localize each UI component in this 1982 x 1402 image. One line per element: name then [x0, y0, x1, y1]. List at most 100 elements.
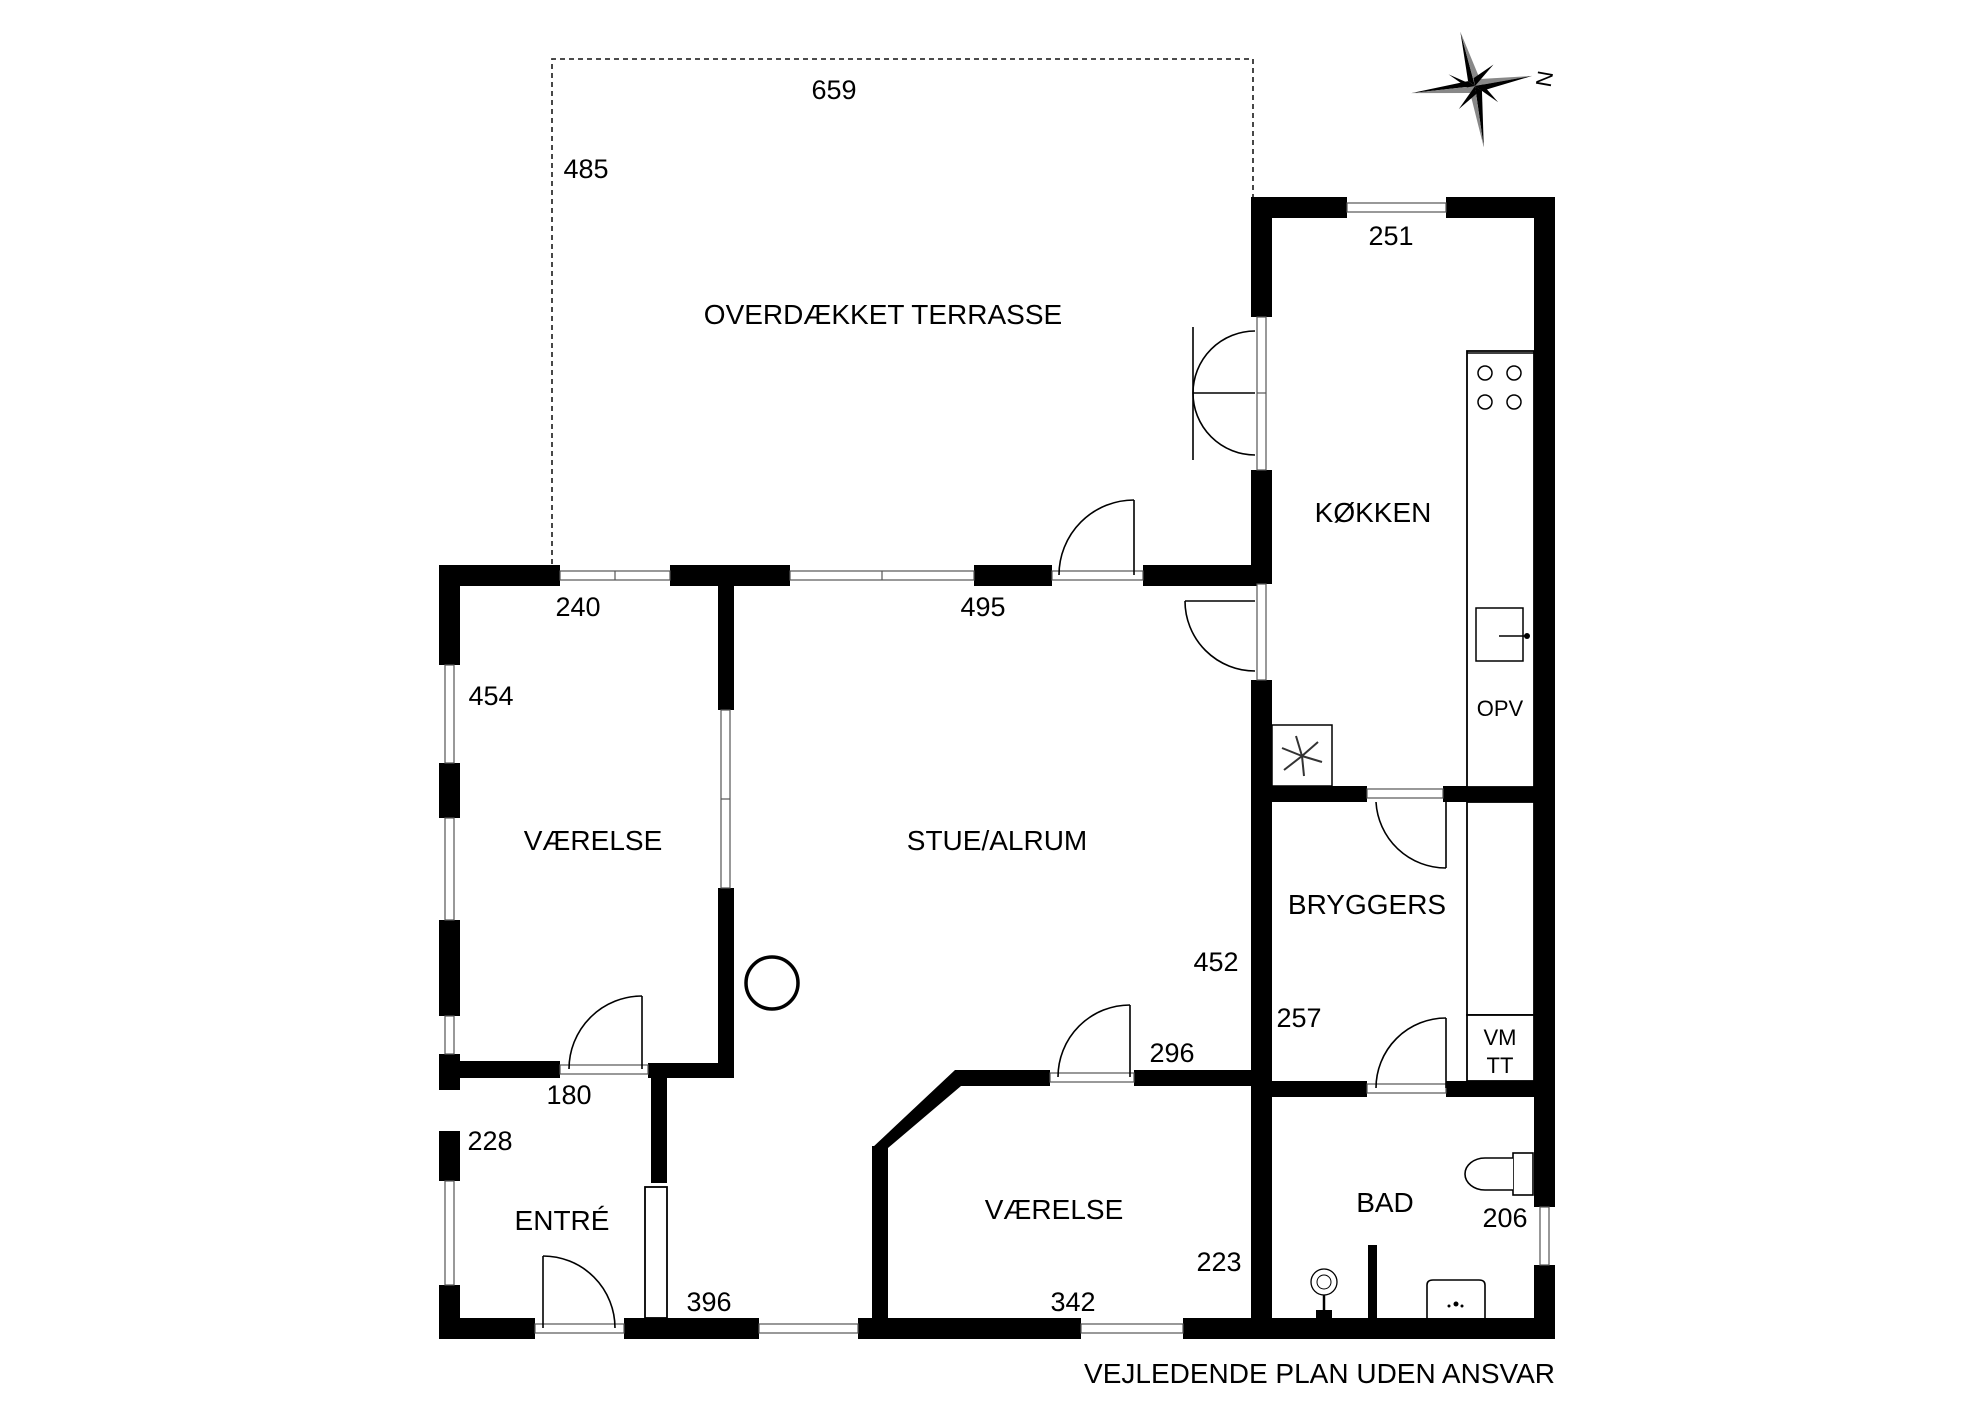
wall-segment — [955, 1070, 1050, 1086]
wall-segment — [1251, 786, 1367, 802]
room-label-utility: BRYGGERS — [1288, 889, 1446, 920]
wall-segment — [439, 565, 560, 586]
dimension-label: 251 — [1368, 221, 1413, 251]
wall-segment — [1251, 1081, 1367, 1097]
kitchen-counter — [1466, 350, 1535, 788]
door-sill — [534, 1323, 625, 1334]
dimension-label: 659 — [811, 75, 856, 105]
dimension-label: 485 — [563, 154, 608, 184]
wall-segment — [1251, 470, 1272, 584]
wall-segment — [974, 565, 1052, 586]
wall-segment — [1534, 1265, 1555, 1339]
fan-icon — [1271, 724, 1333, 787]
hob-icon — [1477, 365, 1493, 381]
wall-segment — [872, 1070, 961, 1148]
dimension-label: 495 — [960, 592, 1005, 622]
wall-segment — [1443, 786, 1555, 802]
wall-segment — [1143, 565, 1261, 586]
terrace-outline — [551, 58, 1254, 564]
toilet-icon — [1464, 1152, 1534, 1196]
room-label-living: STUE/ALRUM — [907, 825, 1087, 856]
wall-segment — [872, 1146, 888, 1339]
hob-icon — [1506, 365, 1522, 381]
wall-segment — [624, 1318, 759, 1339]
compass-north-label: N — [1531, 69, 1558, 89]
washbasin-icon — [1426, 1279, 1486, 1318]
sink-icon — [1475, 607, 1530, 662]
wall-segment — [718, 586, 734, 710]
window — [1256, 316, 1267, 471]
wall-segment — [1183, 1318, 1555, 1339]
door-sill — [1366, 1083, 1447, 1094]
wall-segment — [670, 565, 790, 586]
dimension-label: 342 — [1050, 1287, 1095, 1317]
wall-segment — [1446, 197, 1555, 218]
room-label-bedroom-south: VÆRELSE — [985, 1194, 1124, 1225]
door — [568, 995, 643, 1070]
door-sill — [559, 1064, 649, 1075]
window — [444, 664, 455, 764]
dimension-label: 296 — [1149, 1038, 1194, 1068]
door — [542, 1255, 616, 1329]
dimension-label: 240 — [555, 592, 600, 622]
door — [1192, 327, 1256, 460]
room-label-entry: ENTRÉ — [515, 1205, 610, 1236]
wall-segment — [1251, 197, 1347, 218]
door — [1375, 1017, 1447, 1089]
windows — [444, 202, 1550, 1334]
label-opv: OPV — [1477, 696, 1524, 721]
wall-segment — [1134, 1070, 1272, 1086]
door — [1057, 1004, 1131, 1078]
room-label-terrace: OVERDÆKKET TERRASSE — [704, 299, 1062, 330]
wall-segment — [1368, 1245, 1377, 1319]
window — [1080, 1323, 1184, 1334]
dimension-label: 396 — [686, 1287, 731, 1317]
window — [1256, 583, 1267, 681]
compass-icon — [1411, 31, 1533, 148]
dimension-label: 452 — [1193, 947, 1238, 977]
door-sill — [1051, 570, 1144, 581]
dimension-label: 454 — [468, 681, 513, 711]
dimension-label: 257 — [1276, 1003, 1321, 1033]
wall-segment — [648, 1063, 734, 1078]
wall-segment — [439, 1131, 460, 1181]
shower-icon — [1310, 1268, 1338, 1318]
door — [1058, 499, 1135, 576]
window — [444, 817, 455, 921]
wall-segment — [439, 1061, 560, 1078]
wall-segment — [858, 1318, 1081, 1339]
wall-segment — [1534, 197, 1555, 1207]
wall-segment — [1251, 197, 1272, 317]
window — [559, 570, 671, 581]
window — [789, 570, 975, 581]
window — [758, 1323, 859, 1334]
wall-segment — [439, 763, 460, 818]
window — [720, 709, 731, 889]
wall-segment — [439, 1318, 535, 1339]
disclaimer-footer: VEJLEDENDE PLAN UDEN ANSVAR — [1084, 1358, 1555, 1389]
hob-icon — [1506, 394, 1522, 410]
dimension-label: 223 — [1196, 1247, 1241, 1277]
door — [1184, 600, 1256, 672]
wall-segment — [651, 1078, 667, 1183]
room-label-bath: BAD — [1356, 1187, 1414, 1218]
door — [1375, 801, 1447, 869]
door-sill — [1366, 788, 1444, 799]
label-tt: TT — [1487, 1053, 1514, 1078]
room-label-bedroom-west: VÆRELSE — [524, 825, 663, 856]
wall-segment — [439, 565, 460, 665]
dimension-label: 228 — [467, 1126, 512, 1156]
window — [1346, 202, 1447, 213]
wall-segment — [718, 888, 734, 1078]
entry-closet — [644, 1186, 668, 1319]
dimension-label: 180 — [546, 1080, 591, 1110]
room-label-kitchen: KØKKEN — [1315, 497, 1432, 528]
wall-segment — [1446, 1081, 1555, 1097]
walls — [439, 197, 1555, 1339]
hob-icon — [1477, 394, 1493, 410]
label-vm: VM — [1484, 1025, 1517, 1050]
dimension-label: 206 — [1482, 1203, 1527, 1233]
doors — [542, 327, 1447, 1329]
wall-segment — [439, 920, 460, 1016]
